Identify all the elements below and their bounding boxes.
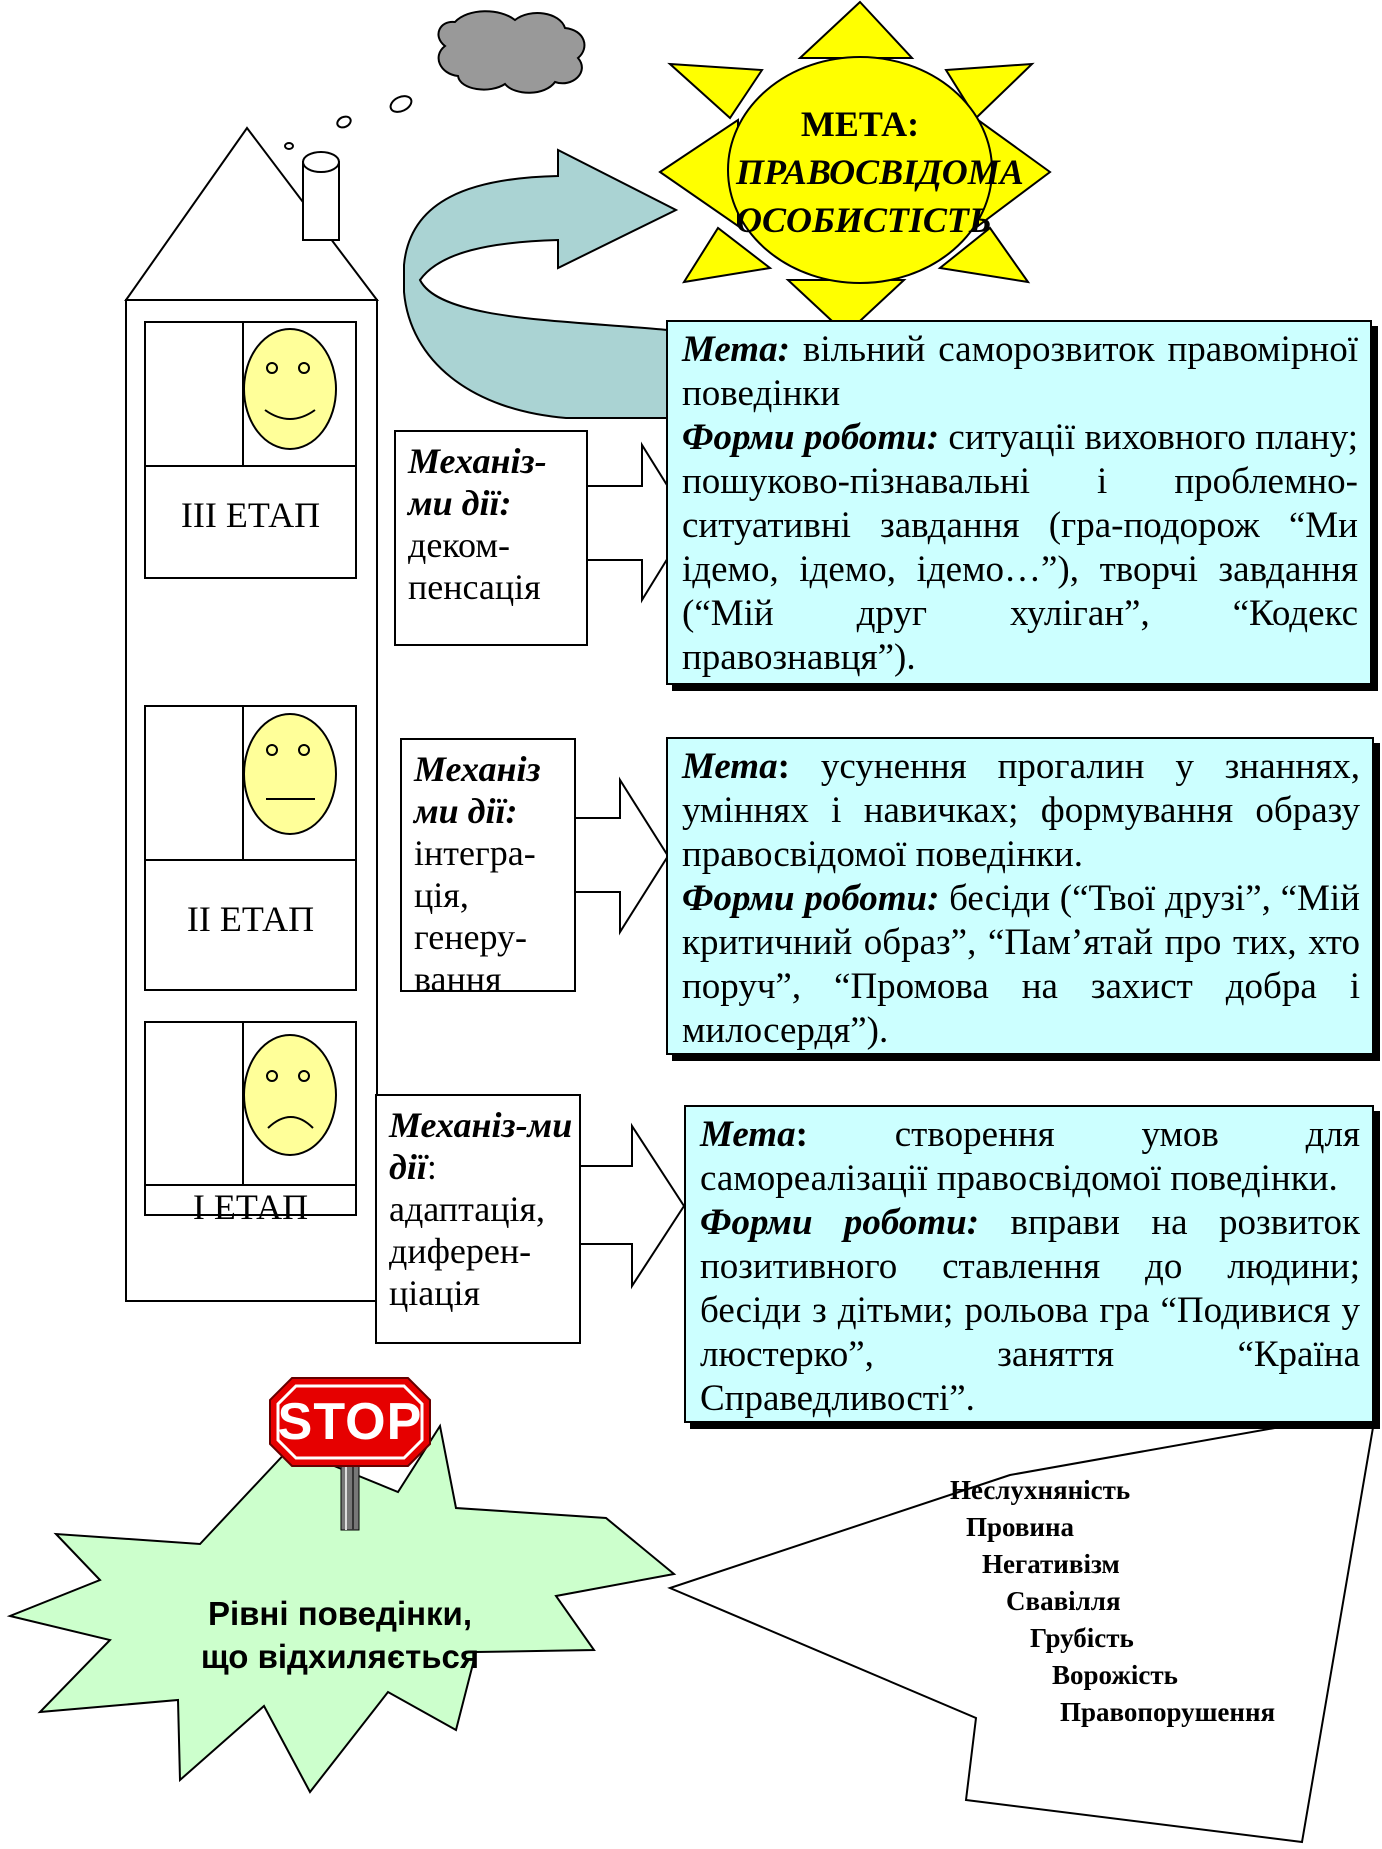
mechanism-text: деком-пенсація xyxy=(408,525,541,607)
goal-label: Мета: xyxy=(682,329,790,370)
info-box-stage-3: Мета: вільний саморозвиток правомірної п… xyxy=(666,320,1372,685)
forms-text: бесіди (“Твої друзі”, “Мій критичний обр… xyxy=(682,878,1360,1051)
goal-label: МЕТА: ПРАВОСВІДОМА ОСОБИСТІСТЬ xyxy=(736,100,1024,244)
forms-text: ситуації виховного плану; пошуково-пізна… xyxy=(682,417,1358,678)
stage-label-2: II ЕТАП xyxy=(186,899,315,939)
mechanism-heading: Механіз ми дії: xyxy=(414,749,541,831)
level-item: Свавілля xyxy=(1006,1586,1121,1616)
mechanism-text: інтегра-ція, генеру-вання xyxy=(414,833,536,999)
neutral-face-icon xyxy=(243,713,337,835)
level-item: Ворожість xyxy=(1052,1660,1178,1690)
goal-text: усунення прогалин у знаннях, уміннях і н… xyxy=(682,746,1360,875)
deviation-star xyxy=(6,1423,677,1794)
level-item: Правопорушення xyxy=(1060,1697,1276,1727)
goal-text: вільний саморозвиток правомірної поведін… xyxy=(682,329,1358,414)
house xyxy=(124,126,380,1302)
forms-label: Форми роботи: xyxy=(682,878,940,919)
mechanism-text: адаптація, диферен-ціація xyxy=(389,1189,546,1313)
forms-label: Форми роботи: xyxy=(682,417,940,458)
level-item: Провина xyxy=(966,1512,1075,1542)
stop-sign-text: STOP xyxy=(277,1393,423,1451)
mechanism-heading: Механіз-ми дії: xyxy=(389,1105,573,1187)
goal-label: Мета xyxy=(682,746,778,787)
level-item: Неслухняність xyxy=(950,1475,1131,1505)
stage-label-1: I ЕТАП xyxy=(192,1187,309,1227)
mechanism-box-3: Механіз-ми дії: деком-пенсація xyxy=(394,430,588,646)
happy-face-icon xyxy=(243,328,337,450)
mechanism-box-1: Механіз-ми дії: адаптація, диферен-ціаці… xyxy=(375,1094,581,1344)
info-box-stage-2: Мета: усунення прогалин у знаннях, умінн… xyxy=(666,737,1374,1055)
info-box-stage-1: Мета: створення умов для самореалізації … xyxy=(684,1105,1374,1423)
stop-sign-icon xyxy=(269,1377,431,1531)
goal-title: МЕТА: xyxy=(800,104,920,144)
deviation-title: Рівні поведінки, що відхиляється xyxy=(200,1595,480,1675)
goal-text: створення умов для самореалізації правос… xyxy=(700,1114,1360,1199)
goal-subtitle: ПРАВОСВІДОМА ОСОБИСТІСТЬ xyxy=(736,152,1024,240)
mechanism-box-2: Механіз ми дії: інтегра-ція, генеру-ванн… xyxy=(400,738,576,999)
curved-arrow xyxy=(403,148,679,419)
levels-list: Неслухняність Провина Негативізм Свавілл… xyxy=(950,1472,1370,1731)
mechanism-heading: Механіз-ми дії: xyxy=(408,441,547,523)
smoke-cloud xyxy=(284,10,586,150)
sad-face-icon xyxy=(243,1034,337,1156)
forms-text: вправи на розвиток позитивного ставлення… xyxy=(700,1202,1360,1419)
level-item: Грубість xyxy=(1030,1623,1134,1653)
levels-callout xyxy=(667,1408,1378,1844)
goal-label: Мета xyxy=(700,1114,796,1155)
level-item: Негативізм xyxy=(982,1549,1120,1579)
stage-label-3: III ЕТАП xyxy=(180,495,321,535)
sun-icon xyxy=(658,0,1052,336)
forms-label: Форми роботи: xyxy=(700,1202,980,1243)
